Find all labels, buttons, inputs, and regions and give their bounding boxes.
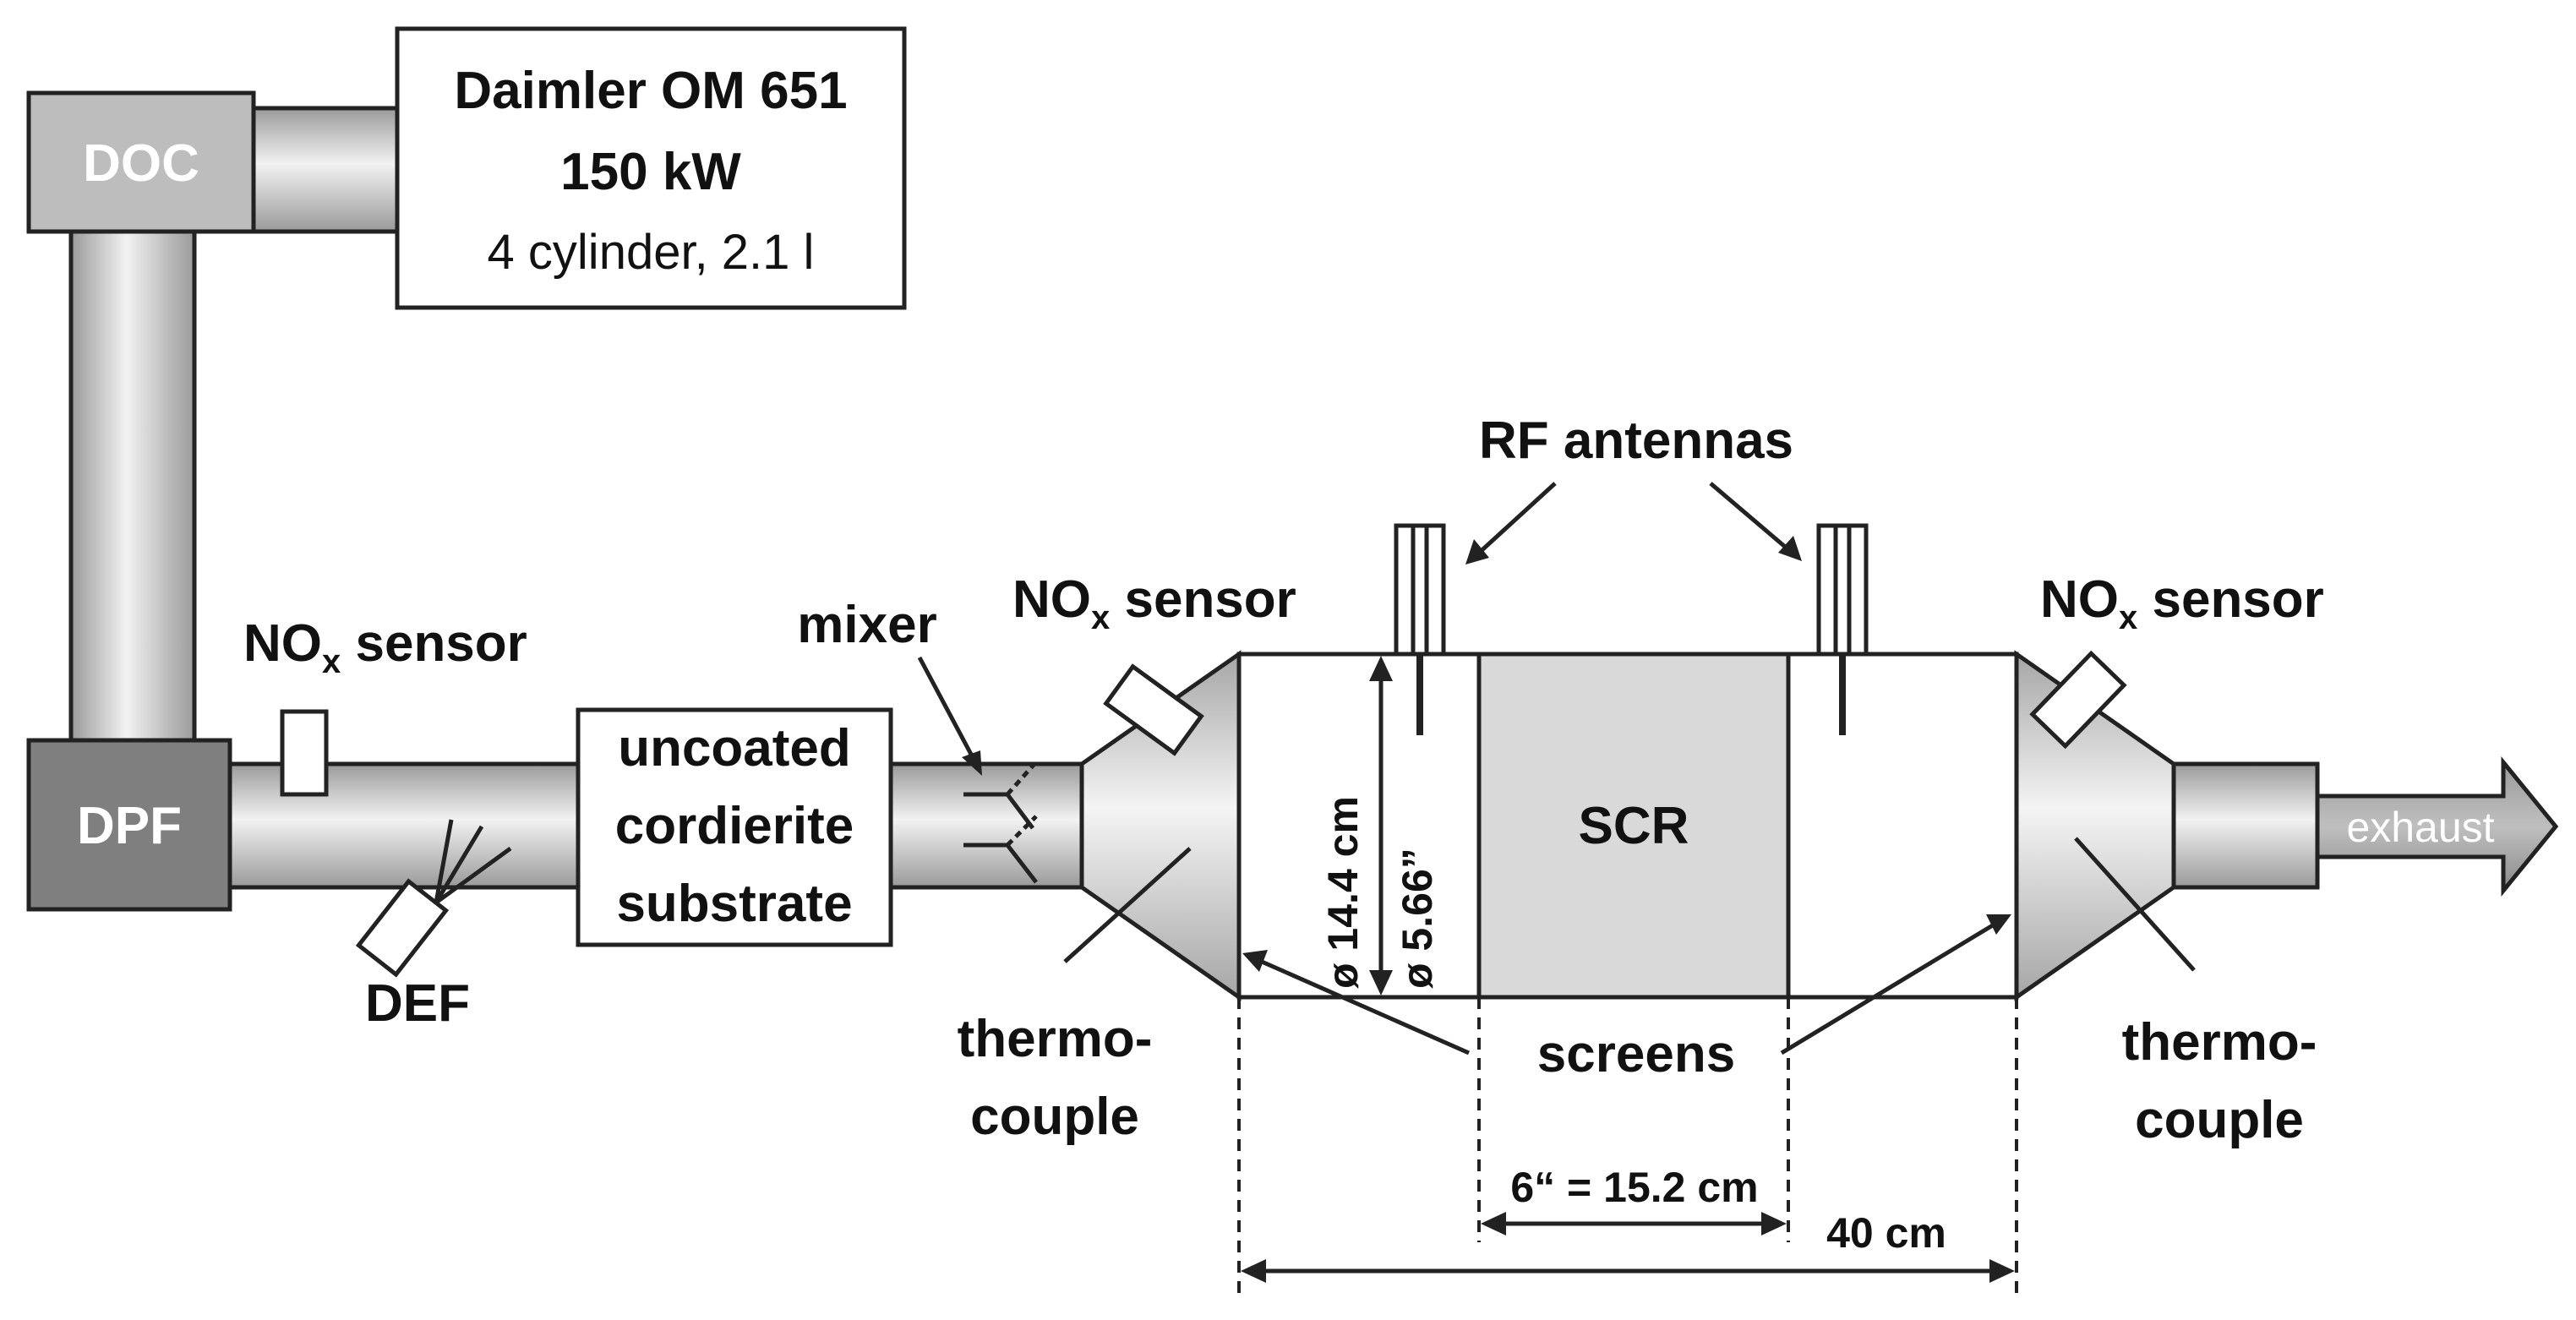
thermocouple-2-line-2: couple <box>2135 1091 2304 1149</box>
diameter-cm-label: ø 14.4 cm <box>1319 796 1367 989</box>
doc-block <box>26 90 256 234</box>
substrate-outlet-pipe <box>888 761 1084 890</box>
rf-antenna-1 <box>1394 523 1446 735</box>
rf-antennas-label: RF antennas <box>1479 412 1793 470</box>
diameter-arrow-bottom <box>1369 970 1393 995</box>
scr-label: SCR <box>1579 797 1689 855</box>
scr-catalyst <box>1476 652 1791 1000</box>
mixer-label: mixer <box>797 596 936 654</box>
rf-pointer-1-head <box>1465 539 1489 565</box>
rf-antenna-2 <box>1816 523 1869 735</box>
thermocouple-2-probe <box>2074 837 2196 972</box>
screens-label: screens <box>1537 1025 1735 1083</box>
dpf-block <box>26 738 232 912</box>
scr-length-label: 6“ = 15.2 cm <box>1510 1164 1758 1211</box>
def-injector <box>355 819 512 978</box>
thermocouple-1-probe <box>1063 847 1192 963</box>
engine-box <box>395 26 907 310</box>
nox-sensor-1-label: NOx sensor <box>243 614 527 680</box>
dpf-label: DPF <box>77 797 182 855</box>
nox-sensor-3-label: NOx sensor <box>2040 570 2324 636</box>
thermocouple-1-line-1: thermo- <box>958 1010 1153 1068</box>
thermocouple-1-line-2: couple <box>970 1088 1139 1146</box>
rf-pointer-1 <box>1476 482 1557 556</box>
doc-to-dpf-pipe <box>68 227 197 743</box>
substrate-line-3: substrate <box>616 875 852 933</box>
canister-outlet-section <box>1786 652 2019 1000</box>
nox-sensor-1 <box>280 709 329 797</box>
substrate-box <box>576 707 893 947</box>
total-length-arrow-left <box>1241 1259 1266 1283</box>
total-length-arrow-right <box>1989 1259 2015 1283</box>
engine-to-doc-pipe <box>251 106 400 234</box>
rf-pointer-2-head <box>1778 536 1802 561</box>
def-label: DEF <box>365 974 470 1033</box>
scr-length-arrow-right <box>1761 1212 1787 1235</box>
substrate-line-1: uncoated <box>618 719 851 777</box>
tailpipe <box>2171 761 2320 890</box>
mixer-pointer-head <box>962 750 982 776</box>
diameter-arrow-top <box>1369 656 1393 681</box>
engine-model: Daimler OM 651 <box>454 62 847 120</box>
engine-spec: 4 cylinder, 2.1 l <box>488 225 815 280</box>
doc-label: DOC <box>83 134 199 193</box>
diameter-in-label: ø 5.66” <box>1394 848 1441 989</box>
mixer-vanes <box>963 762 1038 884</box>
nox-sensor-3 <box>2029 650 2127 750</box>
exhaust-arrow <box>2315 755 2559 897</box>
nox-sensor-2-label: NOx sensor <box>1012 570 1296 636</box>
dimension-extension-lines <box>1237 997 2018 1298</box>
thermocouple-2-line-1: thermo- <box>2122 1013 2317 1072</box>
nox-sensor-2 <box>1103 663 1204 756</box>
screens-pointer-2 <box>1780 919 2001 1055</box>
engine-power: 150 kW <box>560 143 741 201</box>
total-length-label: 40 cm <box>1826 1209 1946 1257</box>
screens-pointer-1 <box>1253 956 1471 1055</box>
screens-pointer-2-head <box>1986 914 2011 935</box>
canister-inlet-section <box>1236 652 1482 1000</box>
substrate-line-2: cordierite <box>615 797 854 855</box>
exhaust-label: exhaust <box>2346 804 2494 851</box>
screens-pointer-1-head <box>1242 950 1268 972</box>
rf-pointer-2 <box>1709 482 1792 553</box>
scr-length-arrow-left <box>1481 1212 1506 1235</box>
mixer-pointer <box>917 656 978 764</box>
